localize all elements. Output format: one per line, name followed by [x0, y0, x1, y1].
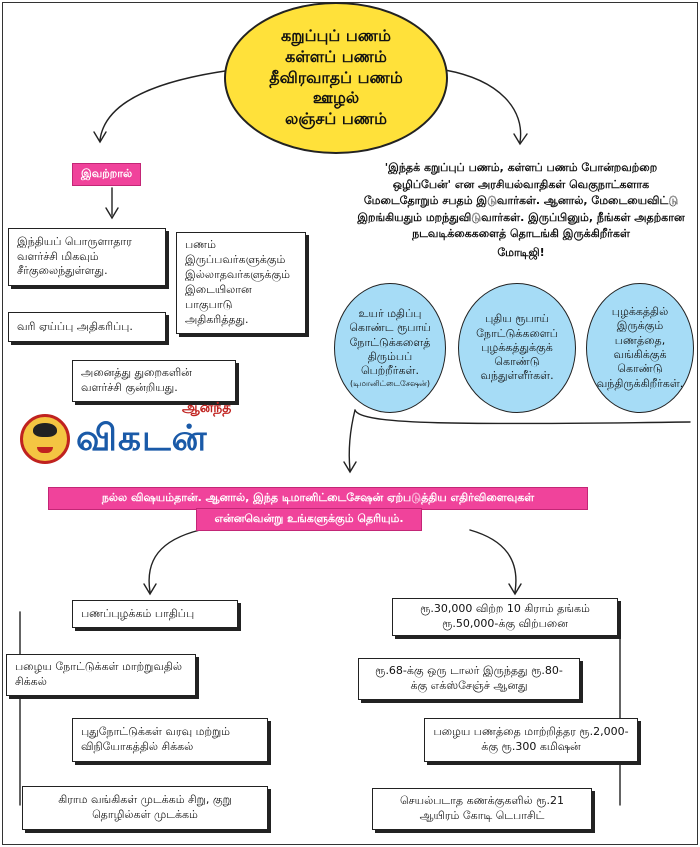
title-line-1: கறுப்புப் பணம் — [280, 26, 392, 45]
arrow-to-banner — [348, 409, 356, 471]
bubbles-underline — [354, 409, 691, 425]
arrowhead-title-left — [93, 131, 107, 144]
bubble-banking: புழக்கத்தில் இருக்கும் பணத்தை, வங்கிக்கு… — [586, 283, 694, 413]
effect-commission: பழைய பணத்தை மாற்றித்தர ரூ.2,000-க்கு ரூ.… — [424, 718, 638, 762]
left-box-disparity: பணம் இருப்பவர்களுக்கும் இல்லாதவர்களுக்கு… — [176, 232, 306, 334]
arrowhead-banner-right — [508, 583, 522, 596]
effect-dormant-accounts: செயல்படாத கணக்குகளில் ரூ.21 ஆயிரம் கோடி … — [372, 788, 592, 830]
effect-rural-banks: கிராம வங்கிகள் முடக்கம் சிறு, குறு தொழில… — [22, 786, 268, 830]
bubble-banking-text: புழக்கத்தில் இருக்கும் பணத்தை, வங்கிக்கு… — [596, 305, 684, 390]
effect-new-notes: புதுநோட்டுக்கள் வரவு மற்றும் விநியோகத்தி… — [72, 718, 268, 762]
left-box-tax: வரி ஏய்ப்பு அதிகரிப்பு. — [8, 312, 166, 342]
arrowhead-to-banner — [343, 461, 357, 474]
title-line-2: கள்ளப் பணம் — [285, 46, 387, 66]
effect-gold-price: ரூ.30,000 விற்ற 10 கிராம் தங்கம் ரூ.50,0… — [392, 598, 618, 636]
arrow-title-right — [444, 69, 522, 143]
arrowhead-tag-box — [105, 207, 119, 220]
arrow-banner-right — [469, 529, 517, 593]
left-box-economy: இந்தியப் பொருளாதார வளர்ச்சி மிகவும் சீர்… — [8, 228, 166, 286]
title-line-5: லஞ்சப் பணம் — [285, 109, 387, 129]
title-line-4: ஊழல் — [312, 88, 360, 108]
title-line-3: தீவிரவாதப் பணம் — [269, 67, 403, 87]
bubble-withdraw: உயர் மதிப்பு கொண்ட ரூபாய் நோட்டுக்களைத் … — [334, 283, 446, 413]
bubble-new-notes: புதிய ரூபாய் நோட்டுக்களைப் புழக்கத்துக்க… — [458, 283, 576, 413]
arrow-banner-left — [148, 529, 201, 593]
arrow-title-left — [99, 69, 233, 141]
logo-big-text: விகடன் — [76, 418, 208, 459]
arrowhead-banner-left — [143, 583, 157, 596]
bubble-withdraw-note: (டிமானிட்டைசேஷன்) — [350, 378, 430, 388]
effect-old-notes: பழைய நோட்டுக்கள் மாற்றுவதில் சிக்கல் — [6, 654, 196, 696]
bubble-withdraw-text: உயர் மதிப்பு கொண்ட ரூபாய் நோட்டுக்களைத் … — [349, 307, 431, 378]
title-blob: கறுப்புப் பணம் கள்ளப் பணம் தீவிரவாதப் பண… — [224, 2, 448, 154]
effect-cash-flow: பணப்புழக்கம் பாதிப்பு — [72, 600, 238, 628]
politician-quote: 'இந்தக் கறுப்புப் பணம், கள்ளப் பணம் போன்… — [356, 160, 686, 261]
bubble-new-notes-text: புதிய ரூபாய் நோட்டுக்களைப் புழக்கத்துக்க… — [476, 312, 558, 383]
left-box-growth: அனைத்து துறைகளின் வளர்ச்சி குன்றியது. — [72, 360, 236, 402]
logo-mascot-icon — [20, 414, 70, 464]
anandha-vikatan-logo: ஆனந்த விகடன் — [14, 400, 294, 470]
banner-line-2: என்னவென்று உங்களுக்கும் தெரியும். — [196, 508, 422, 531]
arrowhead-title-right — [513, 133, 528, 146]
effect-dollar-rate: ரூ.68-க்கு ஒரு டாலர் இருந்தது ரூ.80-க்கு… — [358, 658, 580, 700]
logo-small-text: ஆனந்த — [182, 400, 232, 416]
left-tag: இவற்றால் — [72, 163, 142, 186]
quote-text: 'இந்தக் கறுப்புப் பணம், கள்ளப் பணம் போன்… — [357, 161, 685, 240]
quote-name: மோடிஜி! — [497, 245, 545, 259]
banner-line-1: நல்ல விஷயம்தான். ஆனால், இந்த டிமானிட்டைச… — [48, 487, 588, 510]
